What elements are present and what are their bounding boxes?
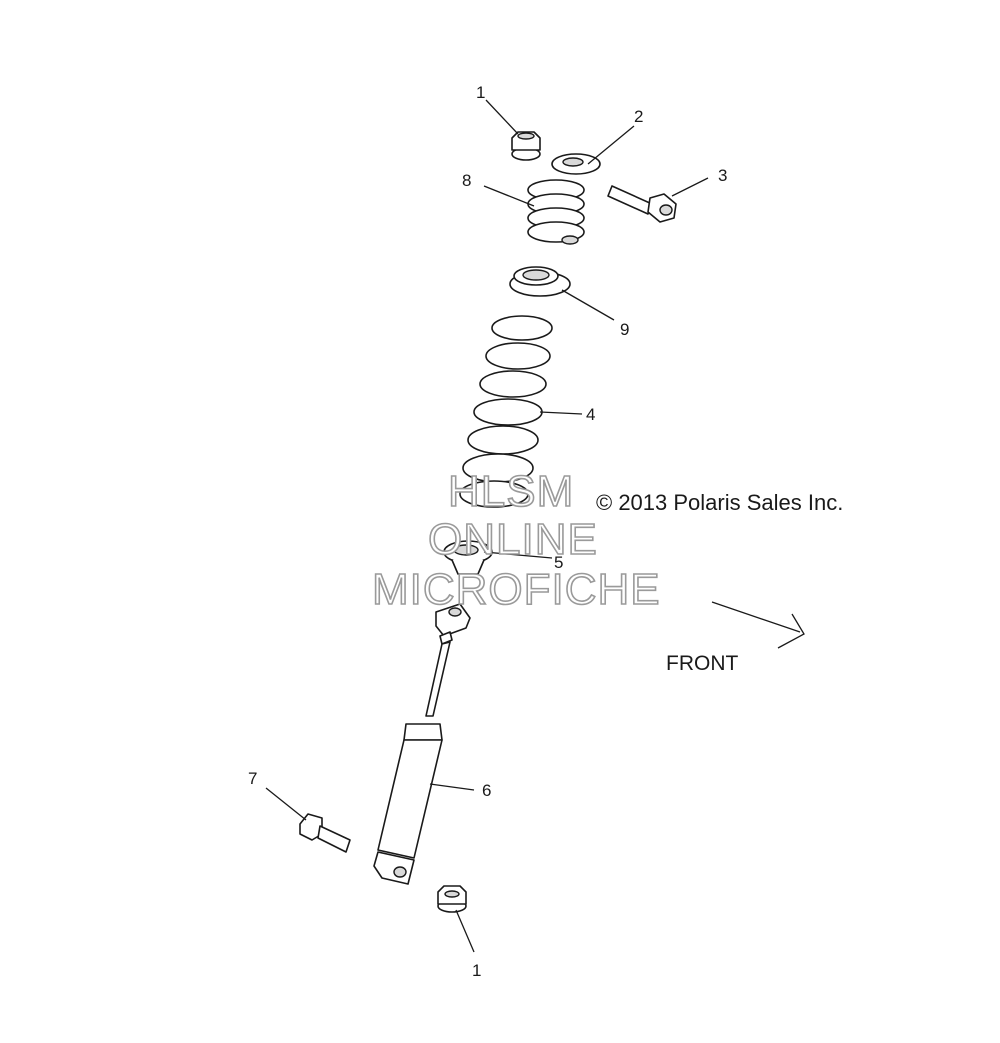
callout-labels: 1 2 3 8 9 4 5 6 7 1 [248,83,727,980]
bolt-lower [299,813,351,853]
watermark-line-2: ONLINE [428,515,598,564]
callout-5: 5 [554,553,563,572]
front-label: FRONT [666,652,738,675]
callout-2: 2 [634,107,643,126]
callout-1-bottom: 1 [472,961,481,980]
copyright-notice: © 2013 Polaris Sales Inc. [596,490,843,515]
flange-nut-bottom [437,885,467,913]
lower-spring-seat [443,540,493,575]
flange-nut-top [511,131,541,161]
shock-absorber [373,603,471,885]
small-spring [527,179,585,245]
watermark: HLSM ONLINE MICROFICHE [371,466,661,615]
callout-8: 8 [462,171,471,190]
callout-1-top: 1 [476,83,485,102]
spring-retainer [509,266,571,297]
callout-9: 9 [620,320,629,339]
watermark-line-3: MICROFICHE [372,565,661,614]
callout-4: 4 [586,405,595,424]
front-direction-arrow [711,601,805,649]
callout-3: 3 [718,166,727,185]
callout-6: 6 [482,781,491,800]
main-coil-spring [459,315,553,508]
leader-lines [265,99,709,953]
watermark-line-1: HLSM [448,467,574,516]
callout-7: 7 [248,769,257,788]
bolt-upper [607,185,677,223]
washer [551,153,601,175]
